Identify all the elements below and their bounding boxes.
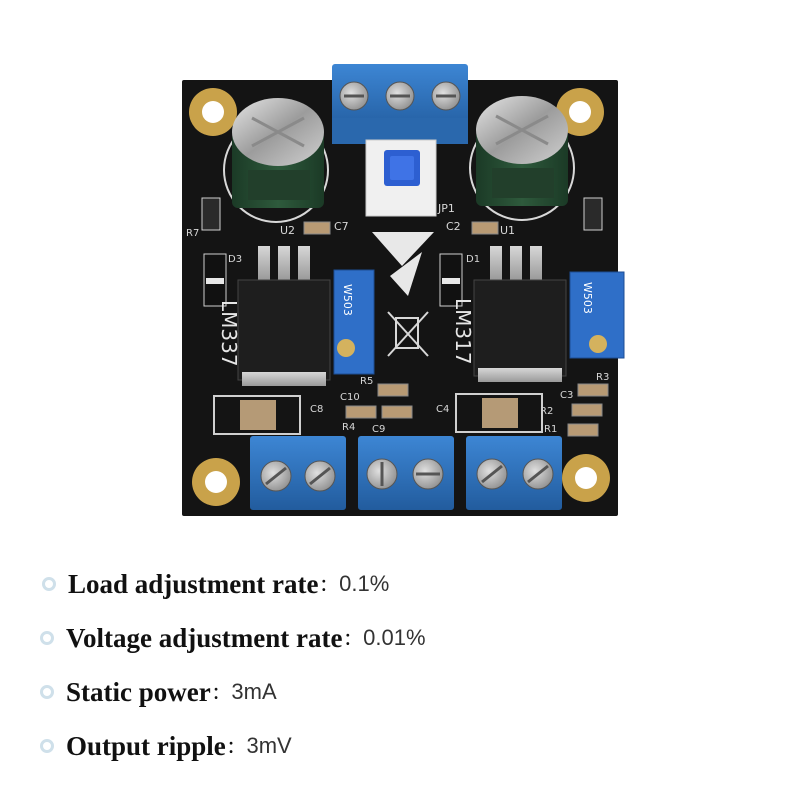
bullet-icon xyxy=(42,577,56,591)
label-right-pot: W503 xyxy=(581,282,594,314)
power-supply-board-illustration: JP1 C7 C2 U2 U1 D3 D1 xyxy=(182,64,625,516)
ceramic-capacitor-right xyxy=(455,393,543,433)
spec-value: 0.1% xyxy=(339,571,390,596)
spec-separator: : xyxy=(212,678,220,705)
label-r5: R5 xyxy=(360,376,373,387)
label-c9: C9 xyxy=(372,424,385,435)
spec-label: Load adjustment rate xyxy=(68,568,319,599)
terminal-block-output-left xyxy=(250,436,346,510)
label-lm337: LM337 xyxy=(217,300,241,367)
spec-label: Output ripple xyxy=(66,730,226,761)
diode-right xyxy=(439,253,463,307)
label-c2: C2 xyxy=(446,220,461,233)
spec-static-power: Static power : 3mA xyxy=(40,672,277,712)
label-u2: U2 xyxy=(280,224,295,237)
spec-label: Static power xyxy=(66,676,211,707)
terminal-block-output-middle xyxy=(358,436,454,510)
waste-symbol xyxy=(387,311,429,357)
label-lm317: LM317 xyxy=(451,298,475,365)
spec-voltage-adjustment: Voltage adjustment rate : 0.01% xyxy=(40,618,426,658)
label-r3: R3 xyxy=(596,372,609,383)
spec-output-ripple: Output ripple : 3mV xyxy=(40,726,292,766)
ceramic-capacitor-left xyxy=(213,395,301,435)
bullet-icon xyxy=(40,739,54,753)
label-d1: D1 xyxy=(466,254,480,265)
spec-value: 0.01% xyxy=(363,625,426,650)
spec-label: Voltage adjustment rate xyxy=(66,622,343,653)
spec-value: 3mV xyxy=(246,733,292,758)
diode-left xyxy=(203,253,227,307)
potentiometer-right xyxy=(569,271,625,359)
terminal-block-output-right xyxy=(466,436,562,510)
label-d3: D3 xyxy=(228,254,242,265)
bullet-icon xyxy=(40,631,54,645)
electrolytic-capacitor-right xyxy=(476,96,568,206)
label-u1: U1 xyxy=(500,224,515,237)
label-c7: C7 xyxy=(334,220,349,233)
terminal-block-input xyxy=(332,64,468,144)
potentiometer-left xyxy=(333,269,375,375)
spec-separator: : xyxy=(320,570,328,597)
product-photo: JP1 C7 C2 U2 U1 D3 D1 xyxy=(182,64,625,516)
bullet-icon xyxy=(40,685,54,699)
label-r1: R1 xyxy=(544,424,557,435)
electrolytic-capacitor-left xyxy=(232,98,324,208)
mounting-hole-top-right xyxy=(556,88,604,136)
regulator-lm317 xyxy=(473,246,567,382)
label-c4: C4 xyxy=(436,404,449,415)
spec-load-adjustment: Load adjustment rate : 0.1% xyxy=(42,564,389,604)
label-r7: R7 xyxy=(186,228,199,239)
regulator-lm337 xyxy=(237,246,331,386)
spec-separator: : xyxy=(344,624,352,651)
spec-value: 3mA xyxy=(231,679,277,704)
label-c10: C10 xyxy=(340,392,360,403)
mounting-hole-bottom-left xyxy=(192,458,240,506)
mounting-hole-top-left xyxy=(189,88,237,136)
center-logo xyxy=(372,232,434,296)
mounting-hole-bottom-right xyxy=(562,454,610,502)
power-switch xyxy=(365,139,437,217)
label-r4: R4 xyxy=(342,422,355,433)
spec-list: Load adjustment rate : 0.1% Voltage adju… xyxy=(0,548,800,788)
label-c3: C3 xyxy=(560,390,573,401)
label-c8: C8 xyxy=(310,404,323,415)
label-left-pot: W503 xyxy=(341,284,354,316)
label-r2: R2 xyxy=(540,406,553,417)
spec-separator: : xyxy=(227,732,235,759)
label-jp1: JP1 xyxy=(437,202,455,215)
